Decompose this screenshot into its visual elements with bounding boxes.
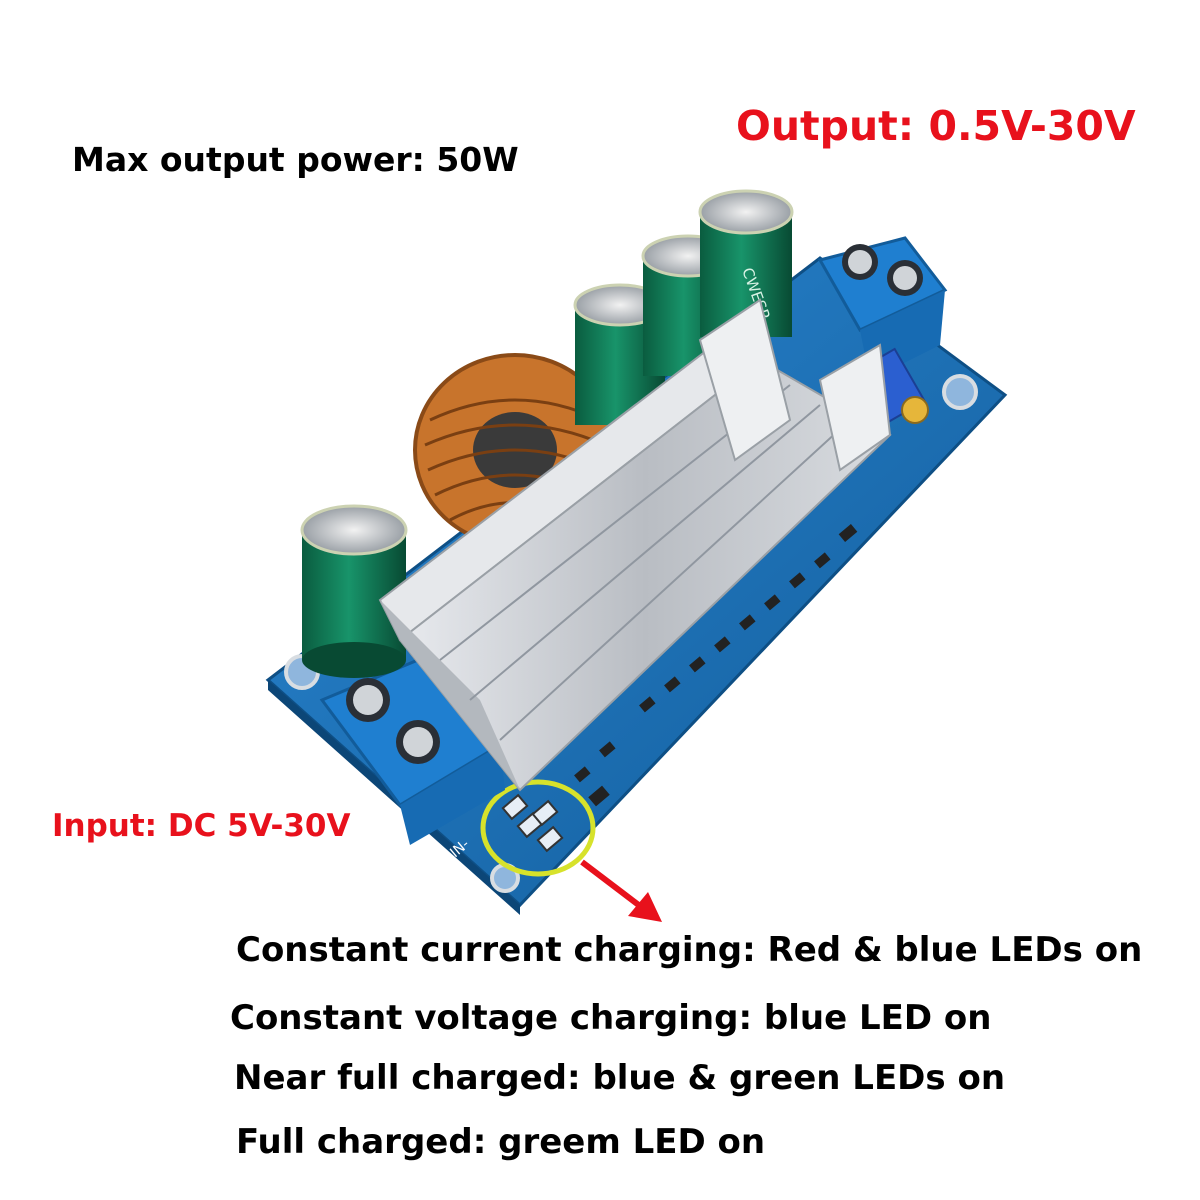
output-voltage-label: Output: 0.5V-30V bbox=[736, 102, 1136, 150]
input-voltage-label: Input: DC 5V-30V bbox=[52, 808, 351, 844]
max-output-power-label: Max output power: 50W bbox=[72, 140, 519, 179]
heatsink bbox=[378, 298, 892, 792]
smd-components bbox=[574, 524, 858, 807]
mounting-hole bbox=[942, 374, 978, 410]
led-status-constant-current: Constant current charging: Red & blue LE… bbox=[236, 930, 1143, 970]
led-status-near-full: Near full charged: blue & green LEDs on bbox=[234, 1058, 1006, 1098]
led-status-full: Full charged: greem LED on bbox=[236, 1122, 766, 1162]
led-status-constant-voltage: Constant voltage charging: blue LED on bbox=[230, 998, 992, 1038]
status-leds bbox=[501, 793, 564, 853]
led-highlight-circle bbox=[480, 779, 596, 877]
capacitor-left bbox=[300, 504, 408, 678]
pointer-arrow bbox=[580, 859, 662, 922]
